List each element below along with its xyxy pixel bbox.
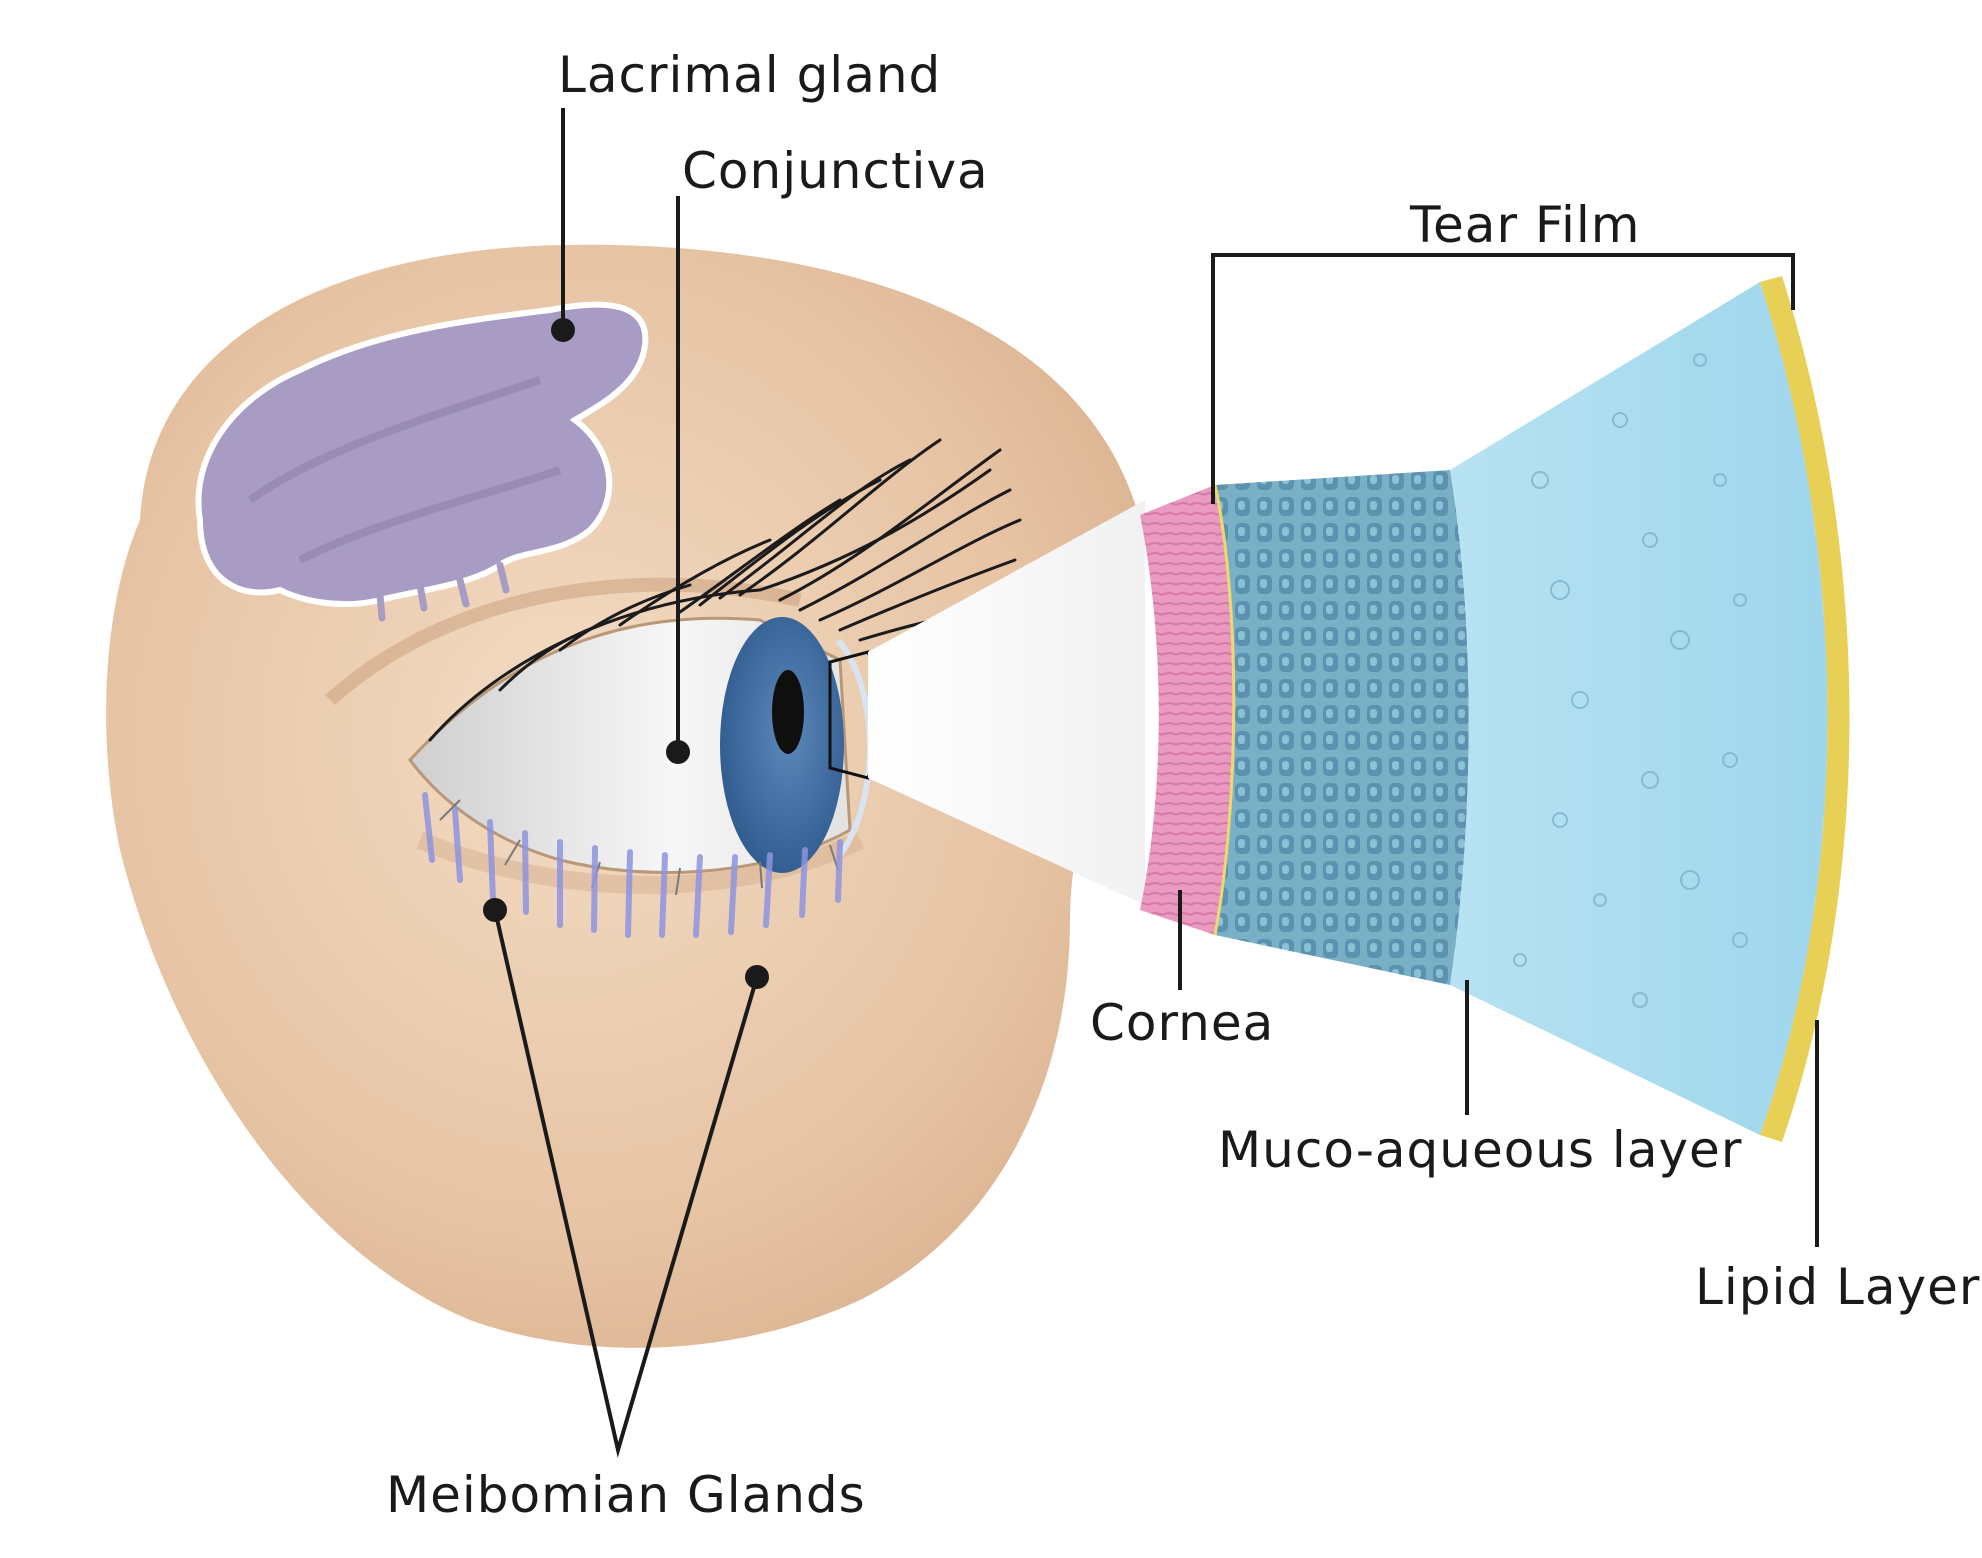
label-lipid-layer: Lipid Layer (1695, 1258, 1981, 1316)
dot-meibomian-left (483, 898, 507, 922)
eyelid-crease (325, 577, 802, 706)
lacrimal-ducts (376, 561, 510, 622)
aqueous-particles (1513, 353, 1748, 1008)
interface-line (1213, 484, 1236, 936)
leader-meibomian (493, 909, 759, 1458)
lower-eyelashes (439, 799, 839, 896)
leader-tear-film (1211, 253, 1795, 504)
epithelium-layer-inset (1215, 470, 1469, 985)
muco-aqueous-layer-inset (1450, 282, 1828, 1135)
lacrimal-gland-shading (247, 376, 562, 564)
dot-lacrimal (551, 318, 575, 342)
dot-meibomian-right (745, 965, 769, 989)
leader-dots (483, 318, 769, 989)
label-meibomian-glands: Meibomian Glands (386, 1466, 866, 1524)
label-conjunctiva: Conjunctiva (682, 142, 989, 200)
label-muco-aqueous-layer: Muco-aqueous layer (1218, 1121, 1743, 1179)
leader-lines (493, 108, 1819, 1458)
label-tear-film: Tear Film (1410, 196, 1641, 254)
dot-conjunctiva (666, 740, 690, 764)
cornea-layer-inset (1140, 485, 1234, 935)
pupil (772, 670, 804, 754)
label-lacrimal-gland: Lacrimal gland (558, 46, 942, 104)
magnification-beam (868, 500, 1145, 905)
lipid-layer-inset (1760, 276, 1850, 1142)
meibomian-gland-lines (422, 792, 843, 938)
label-cornea: Cornea (1090, 994, 1275, 1052)
upper-eyelashes (428, 438, 1022, 742)
